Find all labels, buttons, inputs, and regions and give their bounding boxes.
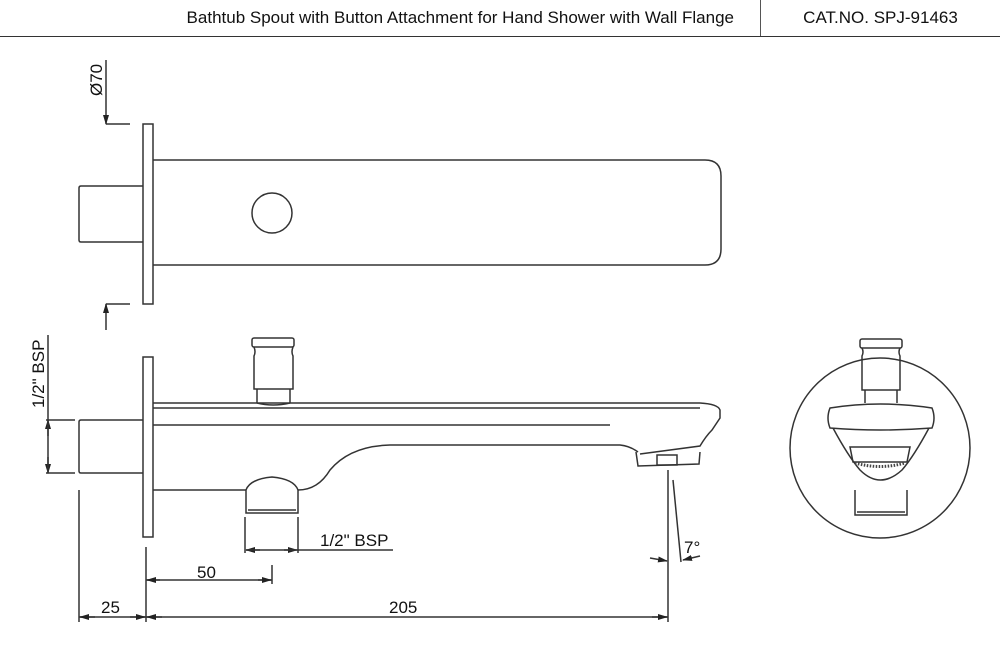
outlet-bsp-label: 1/2" BSP	[320, 531, 388, 550]
angle-label: 7°	[684, 538, 700, 557]
button-cap	[251, 337, 295, 348]
flange-diameter-label: Ø70	[87, 64, 106, 96]
inlet-stub-top	[78, 185, 143, 243]
button-stem	[256, 389, 291, 406]
aerator	[635, 451, 701, 467]
catalog-number: CAT.NO. SPJ-91463	[760, 0, 1000, 36]
spout-body-top	[153, 159, 722, 266]
wall-flange-side	[142, 356, 154, 538]
side-view	[45, 335, 721, 622]
inlet-stub-side	[78, 419, 143, 474]
wall-flange-top	[142, 123, 154, 305]
title-block: Bathtub Spout with Button Attachment for…	[0, 0, 1000, 37]
spout-head-front	[827, 403, 935, 431]
spout-underside	[297, 444, 639, 491]
inlet-bsp-label: 1/2" BSP	[29, 340, 48, 408]
dim-25-label: 25	[101, 598, 120, 617]
dim-205-label: 205	[389, 598, 417, 617]
detail-circle	[789, 357, 971, 539]
aerator-front	[849, 446, 911, 463]
drawing-title: Bathtub Spout with Button Attachment for…	[186, 8, 734, 27]
outlet-front	[854, 490, 908, 516]
dim-50-label: 50	[197, 563, 216, 582]
top-view	[78, 60, 722, 330]
button-top	[251, 192, 293, 234]
outlet-connector	[245, 476, 299, 514]
front-detail	[789, 338, 971, 539]
spout-nose	[639, 402, 721, 455]
